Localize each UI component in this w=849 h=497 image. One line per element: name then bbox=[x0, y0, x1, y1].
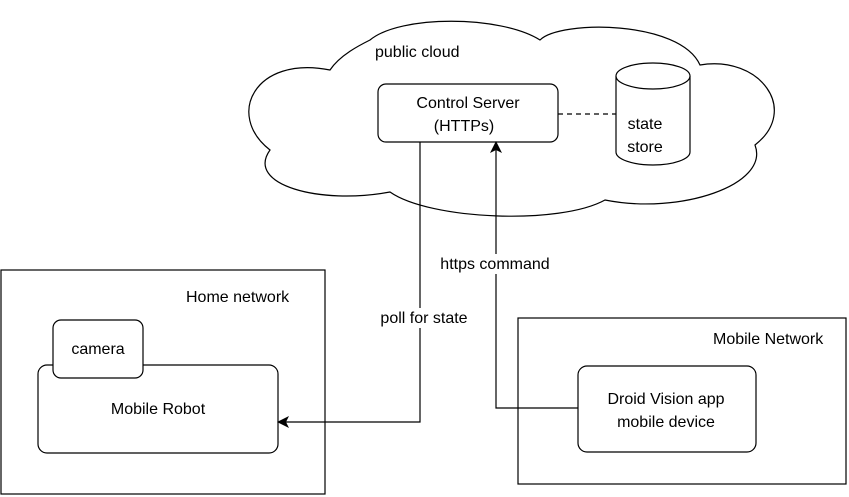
control-server: Control Server (HTTPs) bbox=[377, 83, 559, 143]
control-server-box bbox=[377, 83, 559, 143]
camera-label: camera bbox=[71, 341, 124, 358]
home-network-label: Home network bbox=[186, 289, 290, 306]
control-server-protocol: (HTTPs) bbox=[434, 118, 494, 135]
command-edge-label-bg bbox=[436, 254, 554, 274]
state-store-label-2: store bbox=[627, 139, 663, 156]
state-store-cylinder-top bbox=[615, 62, 691, 90]
edge-poll-for-state: poll for state bbox=[277, 142, 472, 428]
cloud-label: public cloud bbox=[375, 44, 460, 61]
poll-edge-label-bg bbox=[376, 308, 472, 328]
state-store-label-1: state bbox=[628, 116, 663, 133]
poll-edge-label: poll for state bbox=[380, 310, 467, 327]
home-network: Home network Mobile Robot camera bbox=[0, 269, 326, 495]
poll-edge-line bbox=[277, 142, 421, 428]
state-store: state store bbox=[615, 62, 691, 166]
edge-https-command: https command bbox=[436, 141, 578, 409]
droid-app-label-1: Droid Vision app bbox=[607, 391, 724, 408]
state-store-cylinder-body bbox=[615, 76, 691, 166]
mobile-robot-box bbox=[37, 364, 279, 454]
command-edge-line bbox=[490, 141, 578, 409]
camera-box bbox=[52, 319, 144, 379]
control-server-title: Control Server bbox=[416, 95, 520, 112]
droid-app-box bbox=[577, 365, 757, 453]
mobile-network-label: Mobile Network bbox=[713, 331, 824, 348]
command-edge-label: https command bbox=[440, 256, 549, 273]
mobile-network: Mobile Network Droid Vision app mobile d… bbox=[517, 317, 847, 485]
droid-app-label-2: mobile device bbox=[617, 414, 715, 431]
mobile-robot-label: Mobile Robot bbox=[111, 401, 206, 418]
